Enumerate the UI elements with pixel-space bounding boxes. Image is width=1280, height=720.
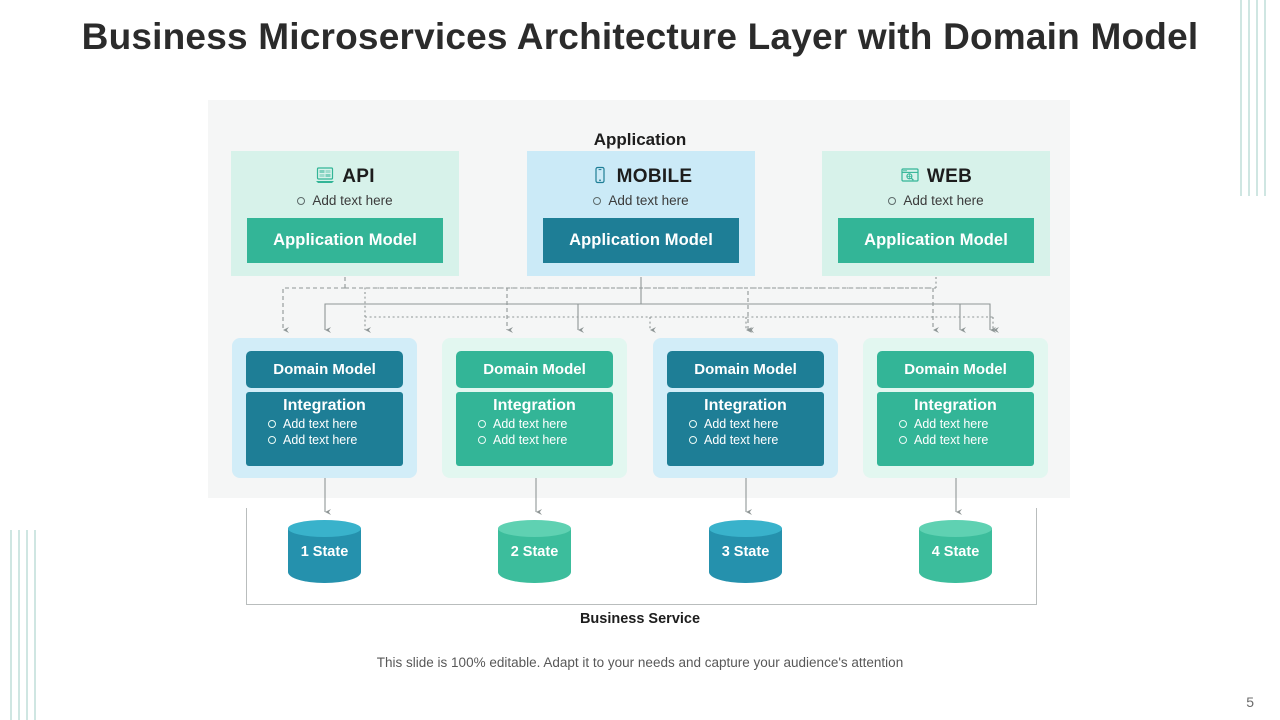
application-card-web[interactable]: WEB Add text here Application Model (822, 151, 1050, 276)
application-card-header: MOBILE (527, 151, 755, 197)
cylinder-body (288, 528, 361, 583)
integration-item-label: Add text here (493, 417, 568, 431)
integration-title: Integration (914, 397, 997, 414)
cylinder-body (919, 528, 992, 583)
cylinder-body (498, 528, 571, 583)
application-card-header: WEB (822, 151, 1050, 197)
application-card-api[interactable]: API Add text here Application Model (231, 151, 459, 276)
domain-integration-body: Integration Add text here Add text here (456, 392, 613, 466)
application-card-header: API (231, 151, 459, 197)
state-label: 4 State (931, 544, 980, 560)
application-card-label: MOBILE (616, 166, 693, 187)
business-service-bracket (246, 508, 1037, 605)
integration-list-item: Add text here (456, 417, 613, 431)
domain-integration-body: Integration Add text here Add text here (246, 392, 403, 466)
cylinder-top (919, 520, 992, 537)
domain-card-4[interactable]: Domain Model Integration Add text here A… (863, 338, 1048, 478)
bullet-icon (899, 420, 907, 428)
bullet-icon (268, 436, 276, 444)
mobile-phone-icon (590, 165, 610, 190)
application-model-button[interactable]: Application Model (838, 218, 1034, 263)
decorative-lines-bottom-left (10, 530, 36, 720)
integration-list-item: Add text here (667, 433, 824, 447)
domain-card-3[interactable]: Domain Model Integration Add text here A… (653, 338, 838, 478)
bullet-icon (888, 196, 897, 205)
bullet-icon (478, 420, 486, 428)
integration-item-label: Add text here (704, 417, 779, 431)
integration-item-label: Add text here (914, 417, 989, 431)
deco-line (1248, 0, 1250, 196)
bullet-icon (268, 420, 276, 428)
api-monitor-icon (315, 165, 335, 190)
deco-line (1256, 0, 1258, 196)
domain-model-header: Domain Model (246, 351, 403, 388)
bullet-icon (689, 436, 697, 444)
state-cylinder-1[interactable]: 1 State (288, 520, 361, 588)
cylinder-top (709, 520, 782, 537)
bullet-icon (899, 436, 907, 444)
bullet-icon (593, 196, 602, 205)
integration-item-label: Add text here (704, 433, 779, 447)
application-card-subtext: Add text here (822, 193, 1050, 208)
bullet-icon (478, 436, 486, 444)
application-card-label: API (342, 166, 375, 187)
state-label: 1 State (300, 544, 349, 560)
deco-line (26, 530, 28, 720)
cylinder-top (498, 520, 571, 537)
deco-line (1240, 0, 1242, 196)
cylinder-top (288, 520, 361, 537)
bullet-icon (689, 420, 697, 428)
state-label: 3 State (721, 544, 770, 560)
application-model-button[interactable]: Application Model (543, 218, 739, 263)
application-card-label: WEB (926, 166, 973, 187)
bullet-icon (297, 196, 306, 205)
application-card-subtext: Add text here (527, 193, 755, 208)
state-cylinder-2[interactable]: 2 State (498, 520, 571, 588)
domain-integration-body: Integration Add text here Add text here (667, 392, 824, 466)
integration-list-item: Add text here (877, 417, 1034, 431)
integration-list-item: Add text here (877, 433, 1034, 447)
business-service-label: Business Service (579, 611, 701, 627)
domain-card-2[interactable]: Domain Model Integration Add text here A… (442, 338, 627, 478)
application-card-subtext-label: Add text here (903, 193, 984, 208)
domain-card-1[interactable]: Domain Model Integration Add text here A… (232, 338, 417, 478)
state-cylinder-3[interactable]: 3 State (709, 520, 782, 588)
integration-title: Integration (283, 397, 366, 414)
decorative-lines-top-right (1240, 0, 1266, 196)
application-model-button[interactable]: Application Model (247, 218, 443, 263)
page-title: Business Microservices Architecture Laye… (81, 16, 1199, 57)
integration-list-item: Add text here (246, 433, 403, 447)
application-card-mobile[interactable]: MOBILE Add text here Application Model (527, 151, 755, 276)
state-cylinder-4[interactable]: 4 State (919, 520, 992, 588)
cylinder-body (709, 528, 782, 583)
deco-line (10, 530, 12, 720)
integration-title: Integration (704, 397, 787, 414)
web-browser-icon (900, 165, 920, 190)
application-card-subtext-label: Add text here (608, 193, 689, 208)
state-label: 2 State (510, 544, 559, 560)
integration-item-label: Add text here (493, 433, 568, 447)
deco-line (34, 530, 36, 720)
application-card-subtext: Add text here (231, 193, 459, 208)
page-number: 5 (1246, 694, 1254, 710)
domain-model-header: Domain Model (877, 351, 1034, 388)
deco-line (18, 530, 20, 720)
integration-list-item: Add text here (456, 433, 613, 447)
domain-model-header: Domain Model (456, 351, 613, 388)
integration-item-label: Add text here (283, 433, 358, 447)
application-panel-heading: Application (593, 130, 687, 149)
application-card-subtext-label: Add text here (312, 193, 393, 208)
integration-item-label: Add text here (914, 433, 989, 447)
integration-title: Integration (493, 397, 576, 414)
domain-integration-body: Integration Add text here Add text here (877, 392, 1034, 466)
footer-note: This slide is 100% editable. Adapt it to… (376, 655, 904, 670)
domain-model-header: Domain Model (667, 351, 824, 388)
integration-list-item: Add text here (246, 417, 403, 431)
integration-list-item: Add text here (667, 417, 824, 431)
integration-item-label: Add text here (283, 417, 358, 431)
deco-line (1264, 0, 1266, 196)
